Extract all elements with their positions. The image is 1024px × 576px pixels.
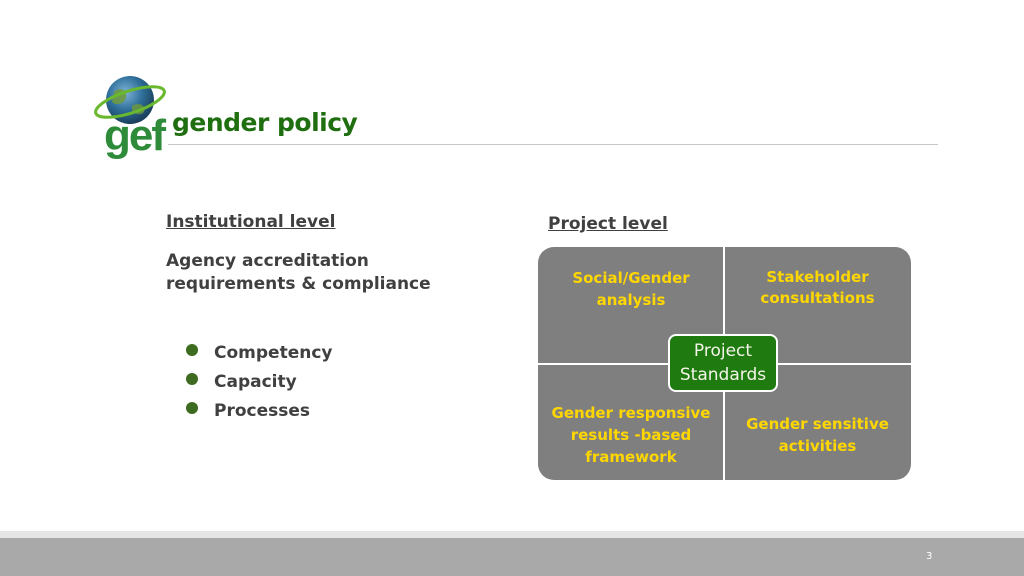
- quadrant-stakeholder-consultations: Stakeholder consultations: [760, 268, 875, 307]
- bullet-text: Processes: [214, 400, 311, 421]
- gef-logo: [92, 72, 168, 168]
- center-line-2: Standards: [679, 365, 767, 385]
- logo-wordmark: gef: [104, 111, 166, 160]
- bullet-text: Capacity: [214, 371, 297, 392]
- quadrant-gender-sensitive-activities: Gender sensitive activities: [746, 415, 889, 455]
- footer-bar: [0, 538, 1024, 576]
- bullet-text: Competency: [214, 342, 333, 363]
- institutional-bullet-list: Competency Capacity Processes: [186, 338, 333, 425]
- bullet-item: Competency: [186, 338, 333, 367]
- slide-title: gender policy: [172, 108, 358, 137]
- footer-strip: [0, 531, 1024, 538]
- title-divider: [168, 144, 938, 145]
- project-heading: Project level: [548, 214, 668, 234]
- project-standards-center-box: Project Standards: [668, 334, 778, 392]
- globe-icon: [94, 76, 166, 124]
- bullet-item: Processes: [186, 396, 333, 425]
- bullet-dot-icon: [186, 343, 198, 356]
- bullet-item: Capacity: [186, 367, 333, 396]
- quadrant-social-gender-analysis: Social/Gender analysis: [572, 269, 690, 309]
- bullet-dot-icon: [186, 401, 198, 414]
- bullet-dot-icon: [186, 372, 198, 385]
- quadrant-results-framework: Gender responsive results -based framewo…: [551, 404, 711, 466]
- center-line-1: Project: [693, 341, 753, 361]
- institutional-subheading: Agency accreditation requirements & comp…: [166, 251, 431, 294]
- institutional-heading: Institutional level: [166, 212, 336, 232]
- project-standards-matrix: Social/Gender analysis Stakeholder consu…: [538, 247, 911, 480]
- page-number: 3: [926, 551, 933, 562]
